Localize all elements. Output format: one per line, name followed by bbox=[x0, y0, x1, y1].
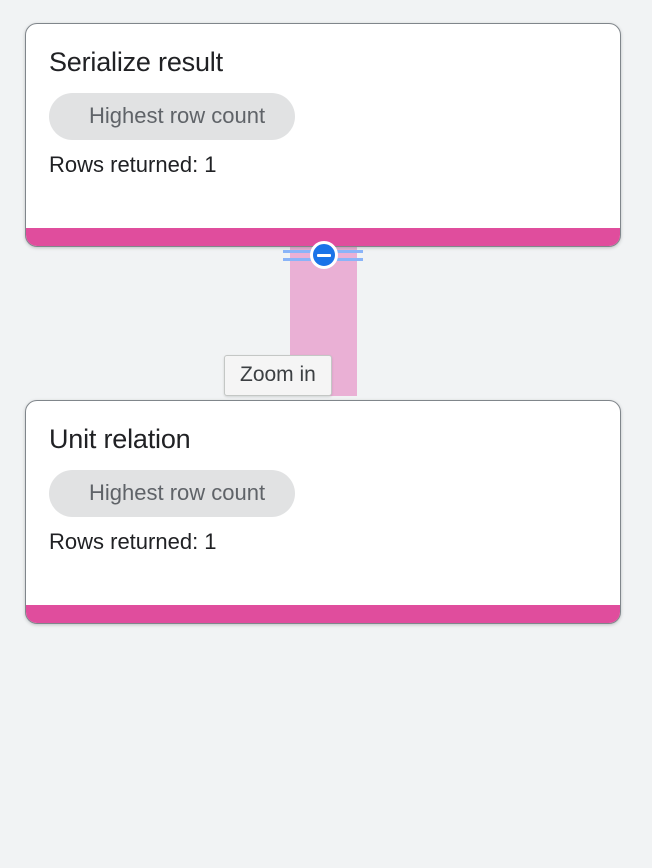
node-status-bar bbox=[26, 605, 620, 623]
node-card-serialize-result[interactable]: Serialize result Highest row count Rows … bbox=[25, 23, 621, 247]
node-card-unit-relation[interactable]: Unit relation Highest row count Rows ret… bbox=[25, 400, 621, 624]
edge-line-right-bottom bbox=[335, 258, 363, 261]
node-title: Serialize result bbox=[49, 47, 223, 77]
node-badge-highest-row-count[interactable]: Highest row count bbox=[49, 470, 296, 517]
edge-handle-lines bbox=[282, 240, 364, 270]
node-rows-returned: Rows returned: 1 bbox=[49, 152, 217, 177]
zoom-in-tooltip: Zoom in bbox=[224, 355, 332, 396]
node-title: Unit relation bbox=[49, 424, 191, 454]
edge-handle[interactable] bbox=[282, 240, 364, 270]
edge-line-left-bottom bbox=[283, 258, 311, 261]
node-rows-returned: Rows returned: 1 bbox=[49, 529, 217, 554]
minus-circle-icon[interactable] bbox=[310, 241, 338, 269]
node-badge-highest-row-count[interactable]: Highest row count bbox=[49, 93, 296, 140]
node-status-bar bbox=[26, 228, 620, 246]
edge-line-right-top bbox=[335, 250, 363, 253]
edge-line-left-top bbox=[283, 250, 311, 253]
node-body: Unit relation Highest row count Rows ret… bbox=[26, 401, 620, 555]
node-body: Serialize result Highest row count Rows … bbox=[26, 24, 620, 178]
